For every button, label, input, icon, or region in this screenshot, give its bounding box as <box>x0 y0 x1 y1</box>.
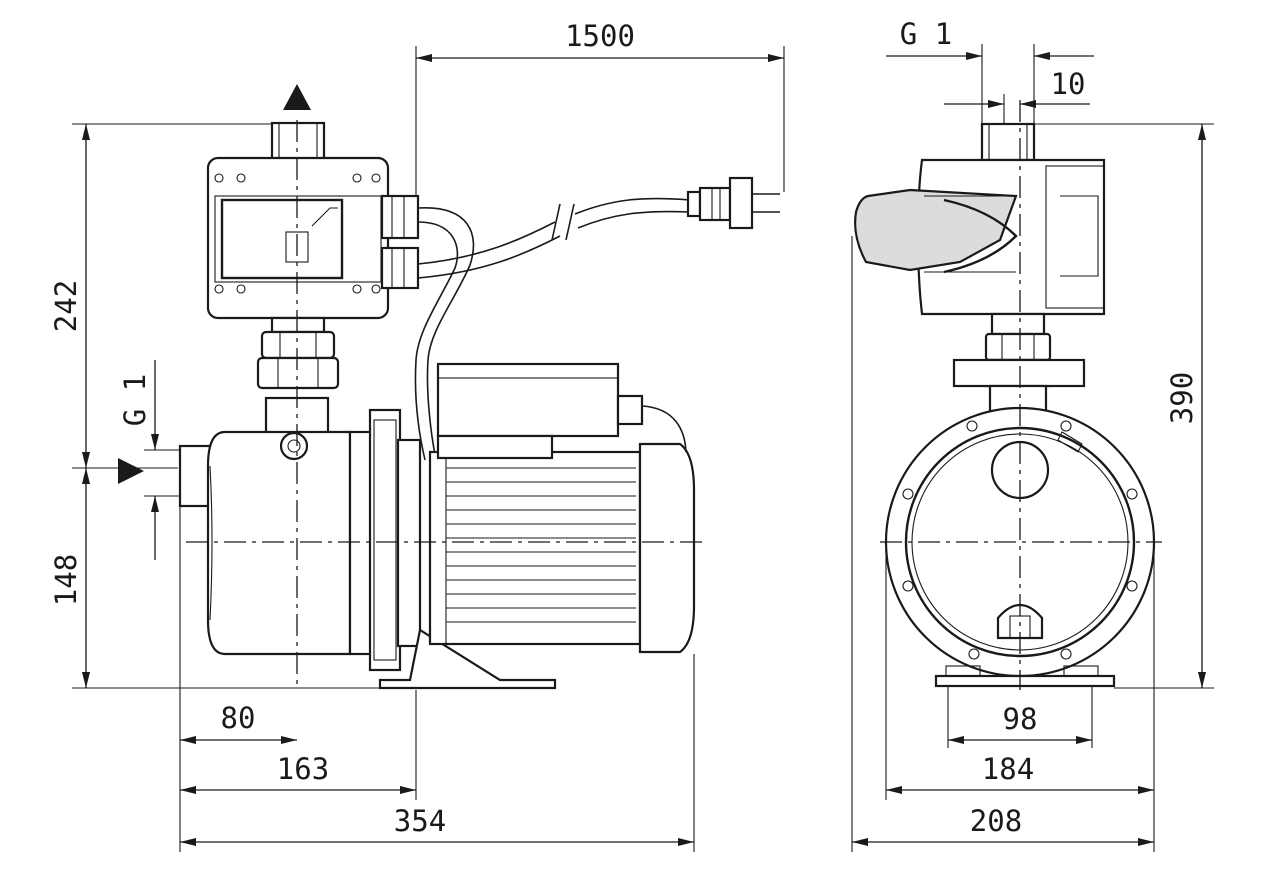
dim-label-g1-side: G 1 <box>118 374 152 426</box>
inlet-stub <box>178 444 212 508</box>
dim-label-148: 148 <box>49 554 83 606</box>
union-nut <box>260 330 336 360</box>
motor-end-cap <box>638 442 696 654</box>
drain-plug <box>996 603 1044 640</box>
side-view: G 1 10 390 98 184 208 <box>851 17 1214 852</box>
dim-label-10: 10 <box>1051 67 1086 101</box>
motor <box>428 362 696 654</box>
inlet-arrow-icon <box>118 458 144 484</box>
pump-housing <box>206 430 352 656</box>
pressure-switch-box <box>206 156 420 320</box>
dim-label-1500: 1500 <box>565 19 635 53</box>
outlet-arrow-icon <box>283 84 311 110</box>
dim-label-184: 184 <box>982 752 1034 786</box>
power-plug <box>686 176 780 230</box>
power-cable <box>417 207 475 461</box>
dim-label-208: 208 <box>970 804 1022 838</box>
dim-label-390: 390 <box>1165 372 1199 424</box>
terminal-box <box>436 362 620 438</box>
pump-foot-side <box>934 674 1116 688</box>
dim-label-354: 354 <box>394 804 446 838</box>
outlet-nipple <box>270 121 326 161</box>
front-view: 1500 242 148 G 1 80 163 <box>49 19 785 852</box>
motor-cable-gland <box>616 394 644 426</box>
priming-plug <box>279 431 309 461</box>
dim-label-80: 80 <box>221 701 256 735</box>
dim-label-242: 242 <box>49 280 83 332</box>
dim-label-98: 98 <box>1003 702 1038 736</box>
pump-foot <box>378 628 557 690</box>
dim-label-g1-top: G 1 <box>900 17 952 51</box>
dim-label-163: 163 <box>277 752 329 786</box>
